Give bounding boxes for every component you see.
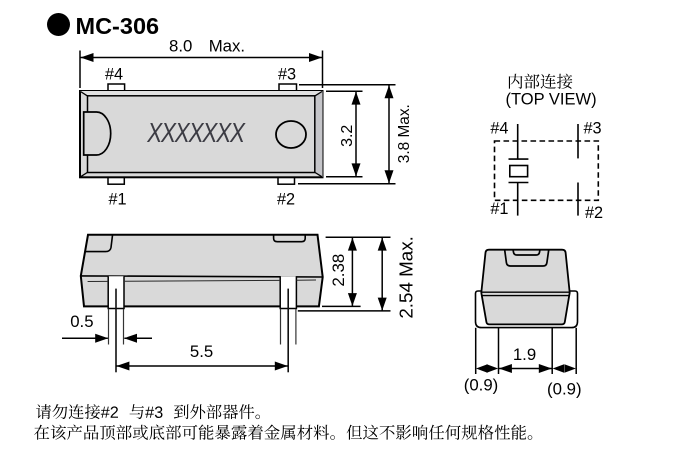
svg-text:5.5: 5.5 <box>190 342 213 361</box>
svg-text:XXXXXXX: XXXXXXX <box>146 118 246 149</box>
svg-text:#2: #2 <box>277 190 295 208</box>
svg-text:#1: #1 <box>490 200 508 218</box>
svg-text:3.2: 3.2 <box>339 125 356 147</box>
svg-text:#2: #2 <box>585 204 603 222</box>
svg-text:2.54 Max.: 2.54 Max. <box>395 236 416 318</box>
svg-text:0.5: 0.5 <box>70 312 93 331</box>
svg-text:(0.9): (0.9) <box>547 380 582 399</box>
svg-text:MC-306: MC-306 <box>76 13 160 39</box>
svg-text:#4: #4 <box>490 120 508 138</box>
svg-text:#4: #4 <box>105 65 123 83</box>
svg-text:2.38: 2.38 <box>329 254 348 287</box>
svg-text:3.8 Max.: 3.8 Max. <box>396 104 413 163</box>
svg-text:1.9: 1.9 <box>513 345 536 364</box>
svg-text:#3: #3 <box>583 120 601 138</box>
svg-text:8.0: 8.0 <box>169 37 192 56</box>
svg-text:#3: #3 <box>278 65 296 83</box>
svg-text:(TOP VIEW): (TOP VIEW) <box>506 91 597 109</box>
svg-text:(0.9): (0.9) <box>464 376 499 395</box>
svg-text:#1: #1 <box>108 190 126 208</box>
svg-text:Max.: Max. <box>209 37 245 56</box>
